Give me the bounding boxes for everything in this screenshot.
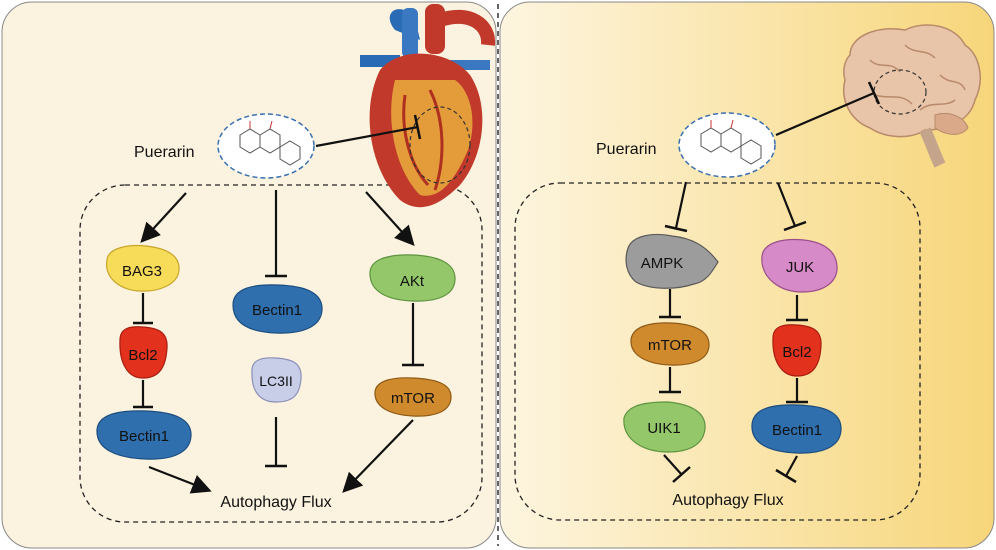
bectin1-node-left-mid	[232, 284, 323, 334]
autophagy-flux-right: Autophagy Flux	[672, 492, 783, 509]
ampk-label: AMPK	[641, 255, 684, 272]
inhibit-to-juk	[783, 220, 807, 232]
juk-label: JUK	[786, 259, 814, 276]
akt-label: AKt	[400, 273, 425, 290]
puerarin-molecule	[217, 113, 315, 179]
akt-node	[369, 254, 456, 302]
arrow-mtor-flux	[342, 419, 414, 493]
mtor-node-left	[374, 377, 452, 417]
juk-node	[761, 238, 838, 293]
autophagy-flux-left: Autophagy Flux	[220, 494, 331, 511]
lc3ii-label: LC3II	[259, 373, 292, 389]
uik1-node	[623, 401, 706, 453]
inhibit-uik1-flux	[672, 466, 691, 483]
bag3-node	[106, 244, 180, 292]
right-pathway-box	[514, 182, 921, 521]
puerarin-label-left: Puerarin	[134, 144, 194, 161]
right-panel	[499, 1, 995, 549]
brain-illustration	[843, 24, 981, 168]
left-pathway-box	[79, 184, 483, 523]
inhibit-bar-brain	[867, 81, 881, 105]
arrow-bectin1-flux	[148, 465, 212, 494]
mtor-node-right	[630, 322, 710, 366]
bectin1-node-right	[751, 404, 842, 454]
inhibit-line-brain	[775, 91, 875, 137]
ampk-node	[625, 233, 719, 289]
puerarin-label-right: Puerarin	[596, 141, 656, 158]
bag3-label: BAG3	[122, 263, 162, 280]
inhibit-line-heart	[315, 125, 419, 148]
bectin1-label-right: Bectin1	[772, 422, 822, 439]
puerarin-molecule-right	[678, 112, 776, 178]
mtor-label-right: mTOR	[648, 337, 692, 354]
bectin1-node-left-low	[96, 410, 192, 460]
heart-illustration	[360, 4, 496, 208]
mtor-label-left: mTOR	[391, 390, 435, 407]
lc3ii-node	[251, 357, 302, 403]
inhibit-bar-heart	[413, 114, 422, 140]
arrow-to-bag3	[140, 192, 187, 243]
inhibit-bectin1-flux-right	[775, 468, 797, 484]
bcl2-label-right: Bcl2	[782, 344, 811, 361]
inhibit-to-ampk	[664, 224, 688, 233]
bectin1-label-left-low: Bectin1	[119, 428, 169, 445]
bcl2-node-left	[119, 326, 168, 379]
bcl2-label-left: Bcl2	[128, 347, 157, 364]
uik1-label: UIK1	[647, 420, 680, 437]
bcl2-node-right	[772, 324, 822, 377]
arrow-to-akt	[365, 191, 415, 246]
bectin1-label-left-mid: Bectin1	[252, 302, 302, 319]
